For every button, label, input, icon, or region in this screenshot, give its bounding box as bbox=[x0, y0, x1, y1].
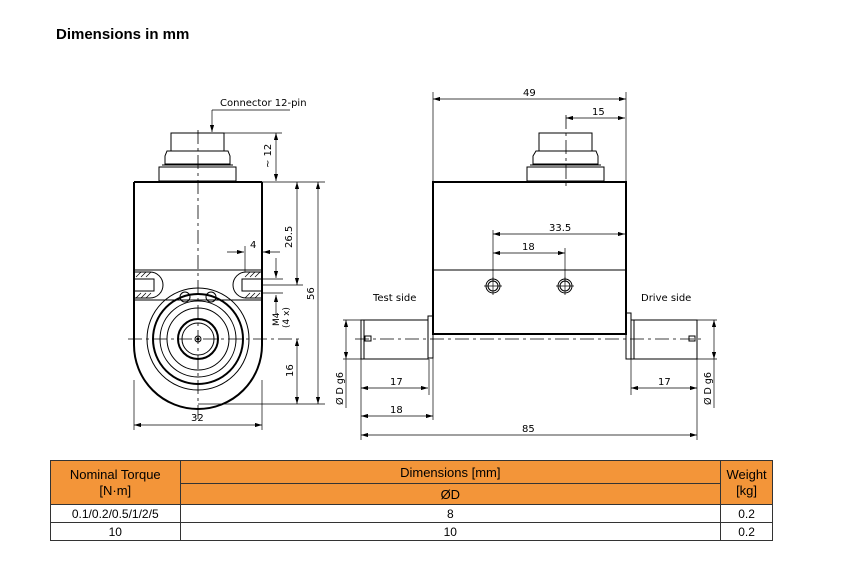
dim-diameter-right: Ø D g6 bbox=[703, 372, 714, 405]
table-row: 10 10 0.2 bbox=[50, 522, 773, 541]
dim-slot: 4 bbox=[250, 240, 256, 251]
cell-weight: 0.2 bbox=[720, 504, 773, 523]
dim-flange: 18 bbox=[390, 405, 403, 416]
dim-overall: 85 bbox=[522, 424, 535, 435]
front-view: Connector 12-pin bbox=[128, 98, 325, 430]
header-dimensions: Dimensions [mm] bbox=[179, 460, 722, 484]
cell-torque: 10 bbox=[50, 522, 181, 541]
hatched-slot-right bbox=[232, 271, 263, 299]
dim-upper: 26.5 bbox=[284, 226, 295, 248]
table-subheader-row: ØD bbox=[51, 483, 773, 505]
shaft-test-side bbox=[360, 315, 434, 360]
side-connector-shape bbox=[526, 132, 605, 182]
side-body bbox=[432, 181, 627, 335]
cell-weight: 0.2 bbox=[720, 522, 773, 541]
dim-total-height: 56 bbox=[306, 287, 317, 300]
dim-hole-offset: 33.5 bbox=[549, 223, 571, 234]
dim-connector-offset: 15 bbox=[592, 107, 605, 118]
cell-diameter: 10 bbox=[179, 522, 722, 541]
dim-width: 32 bbox=[191, 413, 204, 424]
dim-body-length: 49 bbox=[523, 88, 536, 99]
cell-diameter: 8 bbox=[179, 504, 722, 523]
test-side-label: Test side bbox=[372, 293, 416, 304]
shaft-drive-side bbox=[625, 312, 698, 360]
header-diameter: ØD bbox=[179, 483, 722, 505]
drive-side-label: Drive side bbox=[641, 293, 691, 304]
technical-drawing: Connector 12-pin bbox=[128, 88, 717, 440]
header-weight: Weight [kg] bbox=[720, 460, 773, 505]
specification-table: Nominal Torque [N·m] Dimensions [mm] Wei… bbox=[50, 460, 773, 541]
table-row: 0.1/0.2/0.5/1/2/5 8 0.2 bbox=[50, 504, 773, 523]
dim-lower: 16 bbox=[285, 364, 296, 377]
connector-label: Connector 12-pin bbox=[220, 98, 307, 109]
dim-shaft-right: 17 bbox=[658, 377, 671, 388]
dim-hole-spacing: 18 bbox=[522, 242, 535, 253]
dim-shaft-left: 17 bbox=[390, 377, 403, 388]
header-nominal-torque: Nominal Torque [N·m] bbox=[50, 460, 181, 505]
thread-label-1: M4 bbox=[272, 312, 282, 326]
dim-connector-height: ~ 12 bbox=[263, 144, 274, 168]
thread-label-2: (4 x) bbox=[282, 307, 292, 328]
side-view: Test side Drive side 49 15 33.5 18 Ø D g… bbox=[335, 88, 717, 440]
hatched-slot-left bbox=[133, 271, 164, 299]
connector-shape bbox=[158, 132, 237, 182]
dim-diameter-left: Ø D g6 bbox=[335, 372, 346, 405]
cell-torque: 0.1/0.2/0.5/1/2/5 bbox=[50, 504, 181, 523]
page-title: Dimensions in mm bbox=[56, 26, 190, 43]
table-header-row: Nominal Torque [N·m] Dimensions [mm] Wei… bbox=[50, 460, 773, 505]
